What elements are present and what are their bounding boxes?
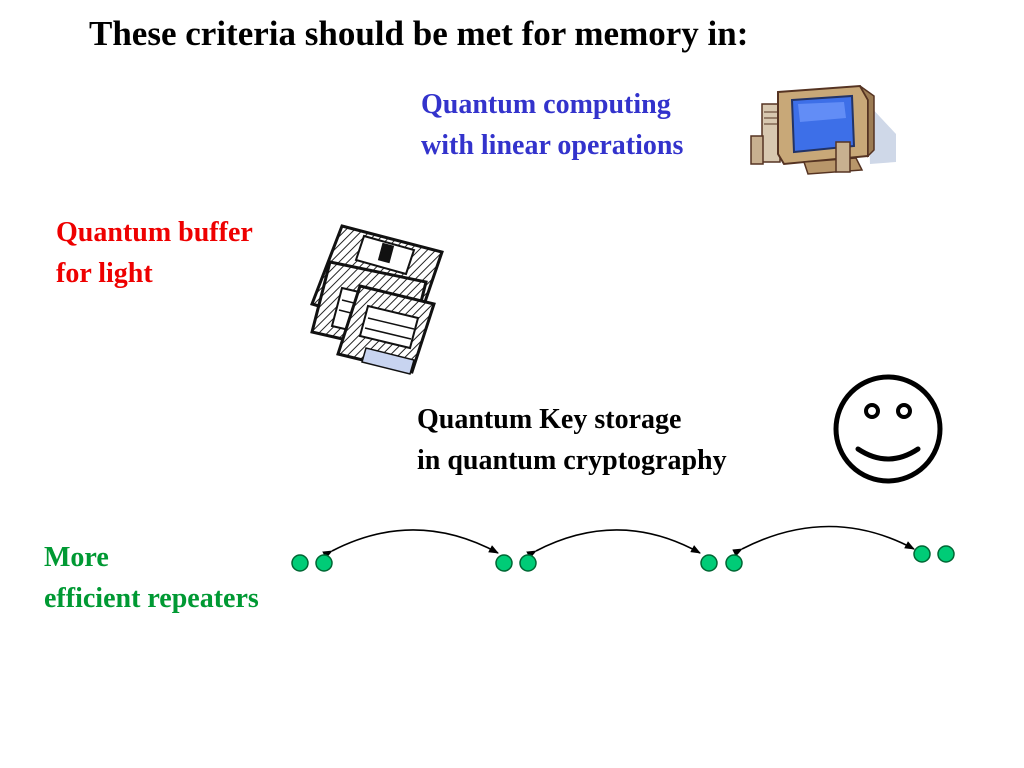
quantum-buffer-line2: for light bbox=[56, 258, 153, 289]
repeater-chain bbox=[291, 525, 955, 572]
quantum-computing-line2: with linear operations bbox=[421, 130, 684, 161]
node-pair-3 bbox=[700, 554, 743, 572]
node-pair-1 bbox=[291, 554, 333, 572]
quantum-key-label: Quantum Key storage in quantum cryptogra… bbox=[417, 399, 727, 481]
repeaters-line2: efficient repeaters bbox=[44, 583, 259, 614]
link-arrow-2 bbox=[526, 529, 701, 559]
repeaters-label: More efficient repeaters bbox=[44, 537, 259, 619]
floppy-disks-icon bbox=[310, 224, 444, 375]
quantum-computing-label: Quantum computing with linear operations bbox=[421, 84, 683, 166]
quantum-key-line1: Quantum Key storage bbox=[417, 404, 682, 435]
slide-title: These criteria should be met for memory … bbox=[89, 14, 749, 53]
quantum-key-line2: in quantum cryptography bbox=[417, 445, 727, 476]
smiley-face-icon bbox=[833, 374, 943, 484]
quantum-buffer-line1: Quantum buffer bbox=[56, 217, 253, 248]
node-pair-4 bbox=[913, 545, 955, 563]
node-pair-2 bbox=[495, 554, 537, 572]
computer-icon bbox=[750, 84, 896, 175]
quantum-buffer-label: Quantum buffer for light bbox=[56, 212, 253, 294]
link-arrow-1 bbox=[322, 529, 499, 559]
quantum-computing-line1: Quantum computing bbox=[421, 89, 671, 120]
link-arrow-3 bbox=[732, 525, 915, 557]
repeaters-line1: More bbox=[44, 542, 109, 573]
